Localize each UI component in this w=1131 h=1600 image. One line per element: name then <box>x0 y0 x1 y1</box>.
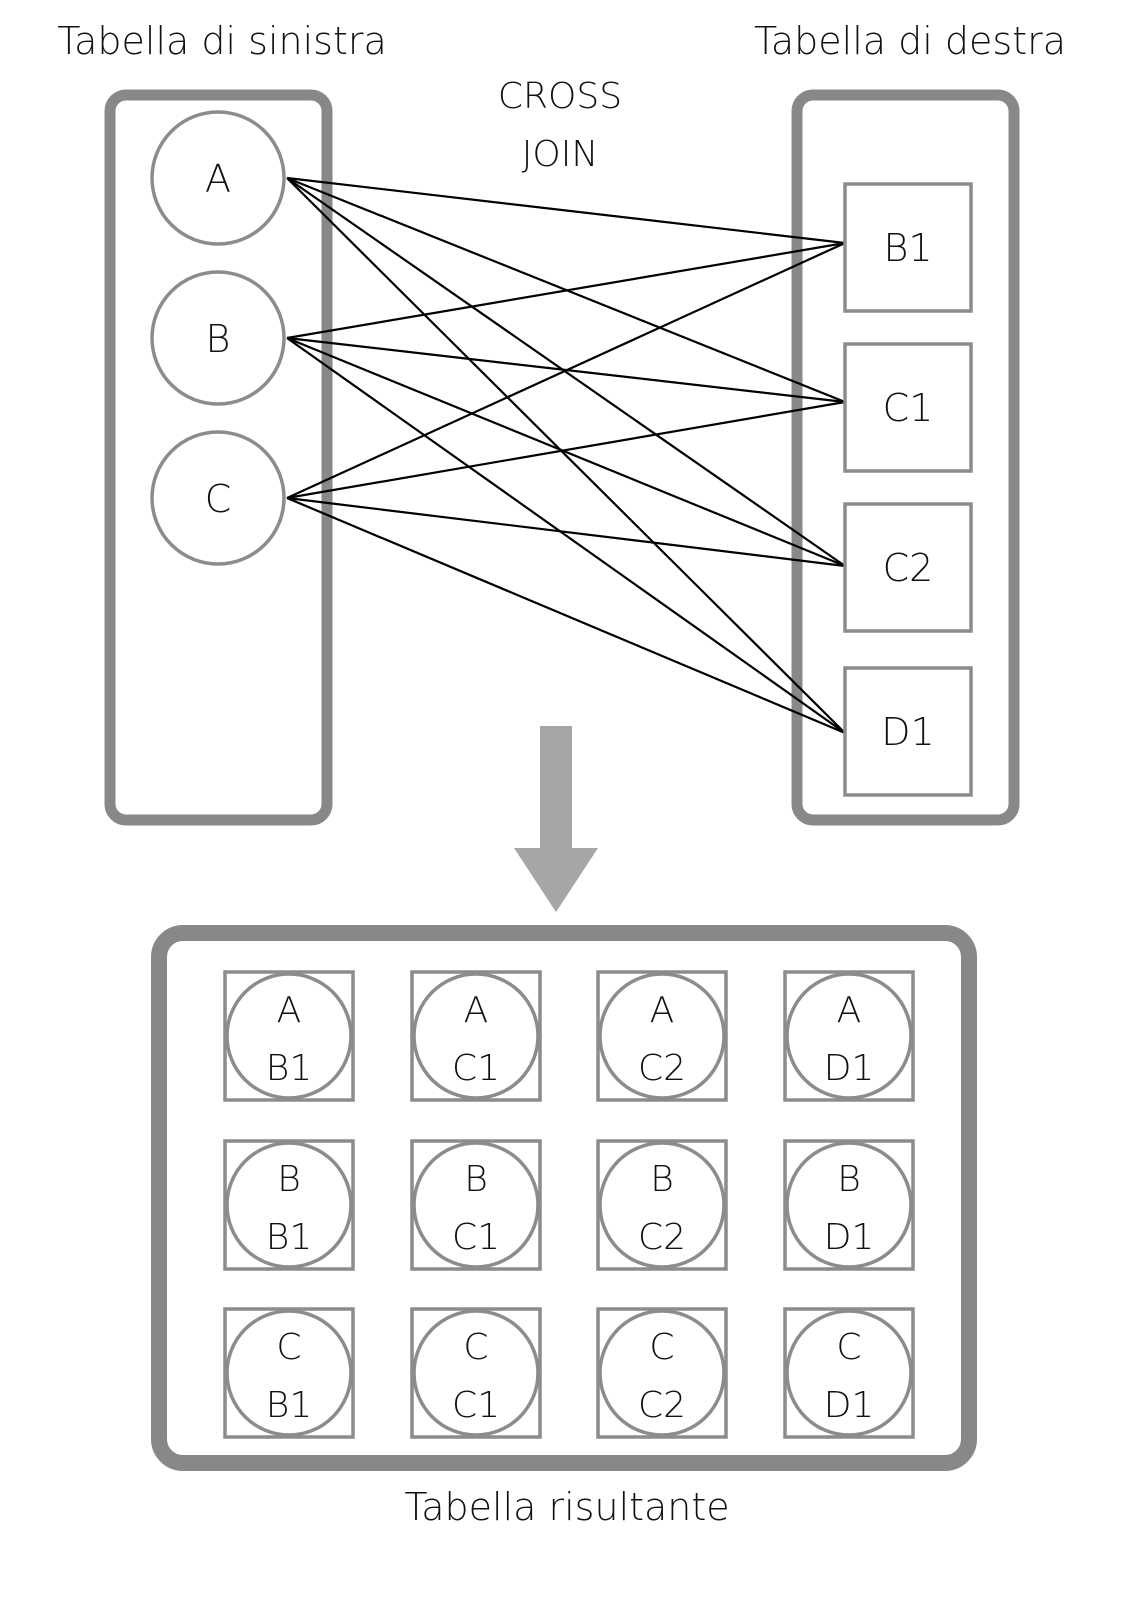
operation-label-line1: CROSS <box>498 76 622 117</box>
result-cell-right-value: D1 <box>824 1048 875 1089</box>
result-cell-left-value: C <box>649 1327 674 1368</box>
result-cell-right-value: B1 <box>266 1048 312 1089</box>
result-cell-A-C1: A C1 <box>410 970 542 1102</box>
result-cell-circle <box>598 1309 726 1437</box>
operation-label-line2: JOIN <box>522 134 599 175</box>
right-row-B1: B1 <box>843 182 973 313</box>
connector-B-D1 <box>286 337 846 734</box>
right-row-box <box>843 182 973 313</box>
result-cell-right-value: D1 <box>824 1385 875 1426</box>
left-row-label: C <box>205 477 232 521</box>
connector-B-B1 <box>286 241 846 340</box>
down-arrow-icon <box>514 726 598 912</box>
connector-C-C2 <box>286 496 846 568</box>
left-row-circle <box>150 270 286 406</box>
result-cell-left-value: C <box>836 1327 861 1368</box>
left-row-C: C <box>150 430 286 566</box>
left-row-label: B <box>206 317 231 361</box>
result-cell-right-value: B1 <box>266 1217 312 1258</box>
right-row-label: C2 <box>883 546 934 590</box>
result-cell-circle <box>785 972 913 1100</box>
result-cell-right-value: C2 <box>638 1385 686 1426</box>
result-cell-left-value: B <box>837 1159 861 1200</box>
result-cell-B-B1: B B1 <box>223 1139 355 1271</box>
right-table-container <box>791 89 1020 826</box>
result-cell-left-value: B <box>277 1159 301 1200</box>
connector-A-D1 <box>286 177 846 734</box>
result-cell-right-value: C1 <box>452 1385 500 1426</box>
connector-C-D1 <box>286 496 846 735</box>
left-table-title: Tabella di sinistra <box>57 19 387 63</box>
connector-A-B1 <box>286 176 846 245</box>
left-row-label: A <box>205 157 231 201</box>
result-cell-B-C2: B C2 <box>596 1139 728 1271</box>
result-cell-C-D1: C D1 <box>783 1307 915 1439</box>
right-row-box <box>843 502 973 633</box>
result-cell-left-value: A <box>277 990 302 1031</box>
result-cell-left-value: A <box>464 990 489 1031</box>
result-cell-B-C1: B C1 <box>410 1139 542 1271</box>
result-cell-circle <box>412 972 540 1100</box>
result-table-container <box>151 925 977 1471</box>
right-row-label: D1 <box>881 710 934 754</box>
result-cell-right-value: C1 <box>452 1048 500 1089</box>
result-cell-circle <box>598 972 726 1100</box>
result-cell-right-value: D1 <box>824 1217 875 1258</box>
result-cell-left-value: A <box>837 990 862 1031</box>
result-cell-A-C2: A C2 <box>596 970 728 1102</box>
result-cell-left-value: C <box>276 1327 301 1368</box>
left-row-A: A <box>150 110 286 246</box>
left-row-B: B <box>150 270 286 406</box>
left-row-circle <box>150 430 286 566</box>
result-cell-circle <box>598 1141 726 1269</box>
connector-C-B1 <box>286 241 846 500</box>
connector-C-C1 <box>286 400 846 500</box>
right-row-box <box>843 666 973 797</box>
left-row-circle <box>150 110 286 246</box>
result-table-title: Tabella risultante <box>404 1485 729 1529</box>
right-row-box <box>843 342 973 473</box>
result-cell-left-value: C <box>463 1327 488 1368</box>
right-row-label: C1 <box>883 386 934 430</box>
result-cell-right-value: B1 <box>266 1385 312 1426</box>
result-cell-circle <box>225 972 353 1100</box>
result-cell-right-value: C1 <box>452 1217 500 1258</box>
result-cell-circle <box>225 1141 353 1269</box>
result-cell-circle <box>785 1309 913 1437</box>
result-cell-C-B1: C B1 <box>223 1307 355 1439</box>
result-cell-A-B1: A B1 <box>223 970 355 1102</box>
right-row-C2: C2 <box>843 502 973 633</box>
connector-lines <box>286 176 846 735</box>
result-cell-right-value: C2 <box>638 1217 686 1258</box>
right-row-C1: C1 <box>843 342 973 473</box>
result-cell-left-value: A <box>650 990 675 1031</box>
result-cell-circle <box>412 1309 540 1437</box>
result-cell-circle <box>412 1141 540 1269</box>
connector-B-C2 <box>286 336 846 568</box>
result-cell-right-value: C2 <box>638 1048 686 1089</box>
result-cell-B-D1: B D1 <box>783 1139 915 1271</box>
connector-A-C2 <box>286 177 846 567</box>
result-cell-circle <box>225 1309 353 1437</box>
result-cell-A-D1: A D1 <box>783 970 915 1102</box>
right-row-label: B1 <box>883 226 932 270</box>
result-cell-left-value: B <box>464 1159 488 1200</box>
right-table-title: Tabella di destra <box>754 19 1066 63</box>
right-row-D1: D1 <box>843 666 973 797</box>
result-cell-C-C1: C C1 <box>410 1307 542 1439</box>
result-cell-circle <box>785 1141 913 1269</box>
left-table-rows: A B C <box>150 110 286 566</box>
left-table-container <box>104 89 333 826</box>
result-cell-left-value: B <box>650 1159 674 1200</box>
result-cell-C-C2: C C2 <box>596 1307 728 1439</box>
